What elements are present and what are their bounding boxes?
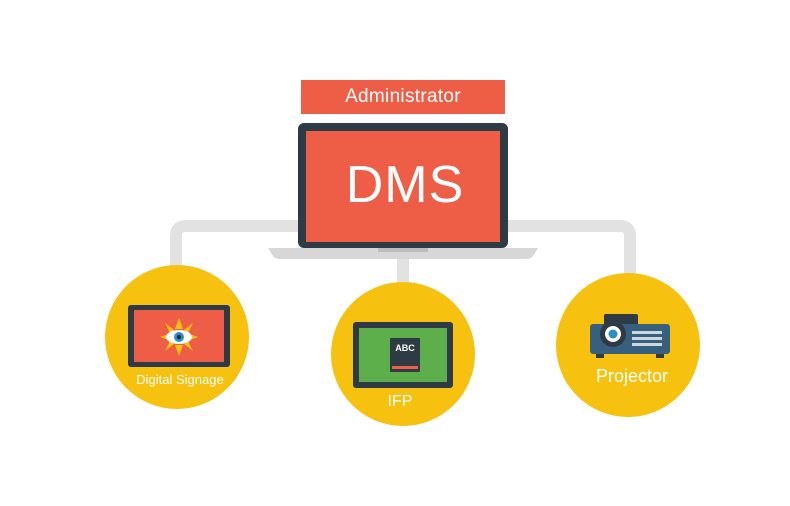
ifp-label: IFP <box>387 393 413 410</box>
digital-signage-label: Digital Signage <box>136 372 224 387</box>
book-icon <box>390 338 420 372</box>
ifp-node <box>331 282 475 426</box>
administrator-label: Administrator <box>345 86 461 107</box>
connector-to-projector <box>505 220 636 300</box>
projector-node <box>556 273 700 417</box>
laptop-icon <box>268 123 538 259</box>
laptop-base <box>268 248 538 259</box>
ifp-screen-text: ABC <box>395 343 415 353</box>
projector-label: Projector <box>595 366 669 386</box>
connector-to-digital-signage <box>170 220 303 308</box>
interactive-flat-panel-icon <box>353 322 453 388</box>
dms-label: DMS <box>345 156 465 214</box>
digital-signage-node <box>105 265 249 409</box>
laptop-notch <box>378 248 428 252</box>
laptop-screen <box>306 131 500 242</box>
digital-signage-screen-icon <box>128 305 230 367</box>
projector-icon <box>590 314 670 358</box>
administrator-banner <box>301 80 505 114</box>
